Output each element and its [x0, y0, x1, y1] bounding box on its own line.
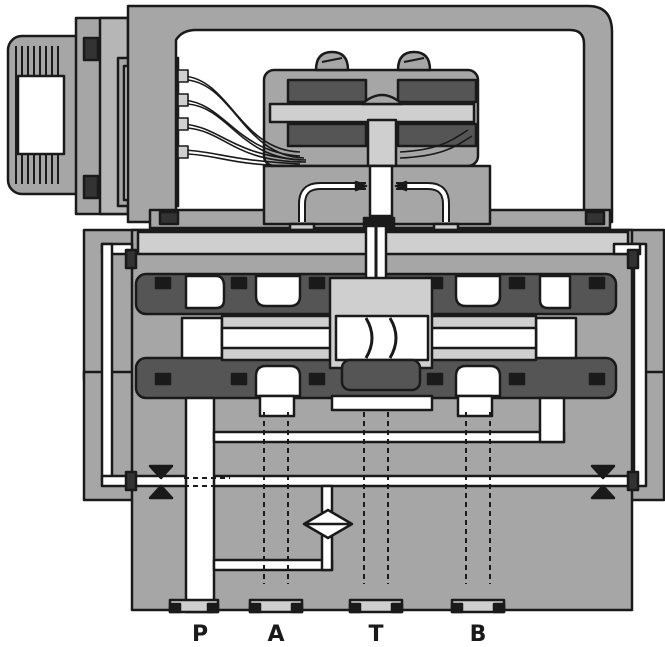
nozzle-flapper-block: [262, 164, 492, 236]
lower-channels: [148, 394, 616, 614]
port-label-a: A: [267, 622, 285, 647]
bottom-ports: [168, 598, 506, 614]
coil-wires: [177, 69, 473, 167]
port-label-p: P: [191, 622, 209, 647]
torque-motor: [262, 50, 480, 168]
port-label-b: B: [469, 622, 487, 647]
port-label-t: T: [368, 622, 384, 647]
feedback-spring: [328, 224, 434, 392]
